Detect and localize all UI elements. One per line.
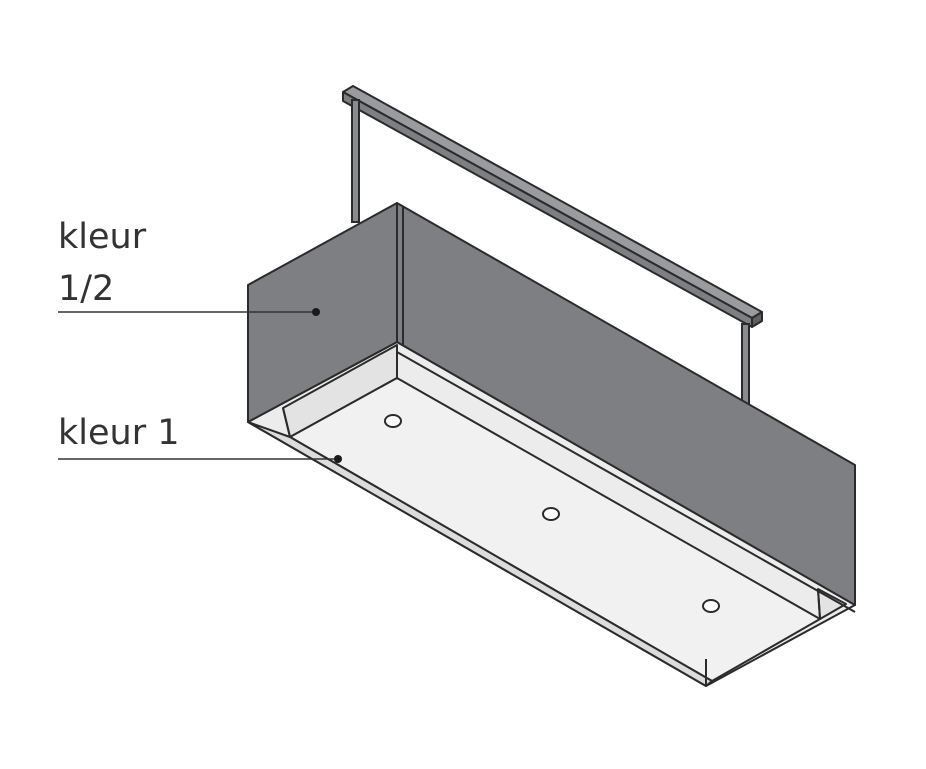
suspension-rod-right bbox=[741, 323, 750, 405]
downlight-2 bbox=[542, 507, 560, 521]
label-kleur-lower: kleur 1 bbox=[58, 413, 180, 453]
tray-back-edge bbox=[396, 351, 856, 613]
label-kleur-upper-fraction: 1/2 bbox=[58, 269, 115, 309]
leader-dot-upper bbox=[312, 308, 320, 316]
suspension-rod-left bbox=[351, 99, 360, 223]
tray-inner-edge-right bbox=[817, 588, 821, 620]
tray-front-rim bbox=[247, 421, 713, 687]
leader-lines bbox=[58, 308, 342, 463]
housing-side-panel bbox=[396, 202, 856, 606]
ceiling-rail-end bbox=[751, 311, 763, 328]
ceiling-rail bbox=[342, 85, 763, 328]
label-kleur-upper: kleur bbox=[58, 217, 147, 257]
tray-inner-edge bbox=[282, 407, 291, 438]
luminaire-housing bbox=[247, 202, 856, 606]
leader-dot-lower bbox=[334, 455, 342, 463]
downlights bbox=[384, 414, 720, 613]
downlight-1 bbox=[384, 414, 402, 428]
downlight-3 bbox=[702, 599, 720, 613]
